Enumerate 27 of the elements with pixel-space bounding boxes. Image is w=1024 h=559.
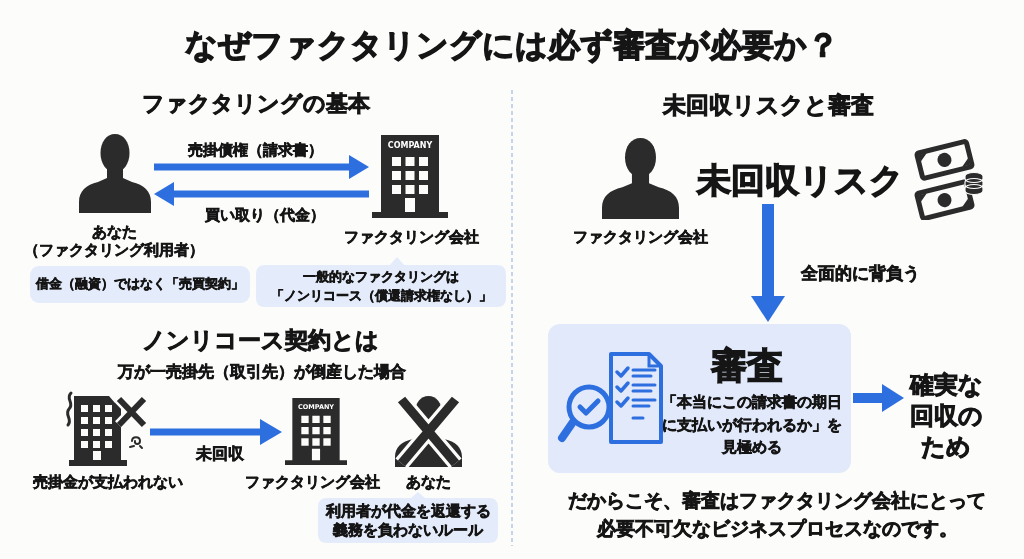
- icon-label: 売掛金が支払われない: [33, 472, 183, 492]
- conclusion-text: だからこそ、審査はファクタリング会社にとって必要不可欠なビジネスプロセスなのです。: [567, 488, 987, 541]
- section-heading: ノンリコース契約とは: [141, 326, 379, 355]
- panel-heading: 審査: [711, 343, 783, 388]
- speech-bubble: 一般的なファクタリングは「ノンリコース（償還請求権なし）」: [256, 257, 506, 307]
- section-heading: 未回収リスクと審査: [662, 91, 874, 120]
- emphasis-text: 未回収リスク: [696, 158, 904, 202]
- arrow: [853, 384, 904, 412]
- note-box: 借金（融資）ではなく「売買契約」: [30, 266, 250, 303]
- speech-bubble: 利用者が代金を返還する義務を負わないルール: [318, 492, 498, 543]
- panel-text: 「本当にこの請求書の期日に支払いが行われるか」を見極める: [661, 392, 843, 459]
- result-text: 確実な回収のため: [906, 369, 986, 463]
- section-heading: ファクタリングの基本: [142, 89, 370, 118]
- edge-label: 未回収: [192, 444, 248, 464]
- review-panel: [548, 324, 851, 473]
- icon-label: ファクタリング会社: [572, 227, 708, 247]
- person-icon: [79, 133, 151, 213]
- icon-label: ファクタリング会社: [244, 472, 380, 492]
- icon-label: ファクタリング会社: [343, 227, 479, 247]
- title: なぜファクタリングには必ず審査が必要か？: [185, 25, 839, 66]
- person-icon: [602, 137, 679, 219]
- arrow: [751, 204, 785, 322]
- sign-text: COMPANY: [387, 142, 433, 150]
- crossed-person-icon: [395, 395, 462, 467]
- icon-label: あなた（ファクタリング利用者）: [23, 223, 205, 259]
- icon-label: あなた: [405, 472, 451, 492]
- subtitle: 万が一売掛先（取引先）が倒産した場合: [118, 362, 406, 382]
